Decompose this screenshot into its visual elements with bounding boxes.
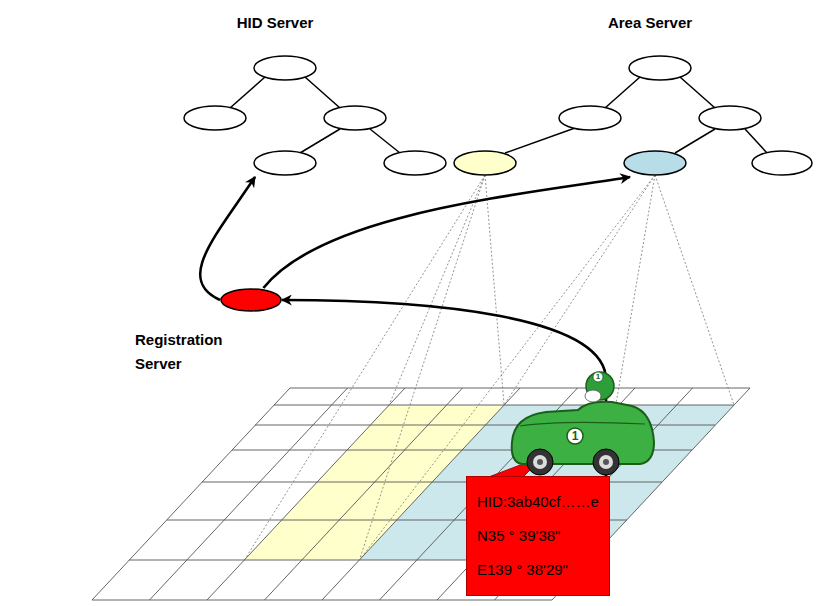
- body-badge: [567, 428, 583, 444]
- projection-lines: [244, 175, 734, 560]
- area-tree: [454, 56, 812, 175]
- car-stripe: [520, 422, 645, 426]
- grid-lines: [92, 388, 750, 600]
- server-title: HID Server: [135, 8, 415, 31]
- hid-tree: [184, 56, 446, 175]
- callout-number: 1: [570, 429, 580, 443]
- callout-line: N35 ° 39'38": [477, 519, 599, 553]
- callout-line: E139 ° 38'29": [477, 553, 599, 587]
- arrow-connector: [263, 177, 630, 288]
- arrow-connector: [200, 177, 255, 300]
- registration-server: Registration Server: [220, 288, 282, 312]
- wheel: [527, 449, 553, 475]
- server-title: Area Server: [485, 8, 815, 31]
- server-tree: HID Server: [135, 8, 415, 177]
- driver: [585, 372, 614, 402]
- wheel: [593, 449, 619, 475]
- server-tree: Area Server: [485, 8, 815, 177]
- server-ellipse: [220, 288, 282, 312]
- callout-line: HID:3ab40cf……e: [477, 485, 599, 519]
- callout-number: 1: [593, 372, 603, 382]
- callout-box: HID:3ab40cf……eN35 ° 39'38"E139 ° 38'29": [466, 476, 610, 596]
- server-label: Registration Server: [135, 328, 255, 376]
